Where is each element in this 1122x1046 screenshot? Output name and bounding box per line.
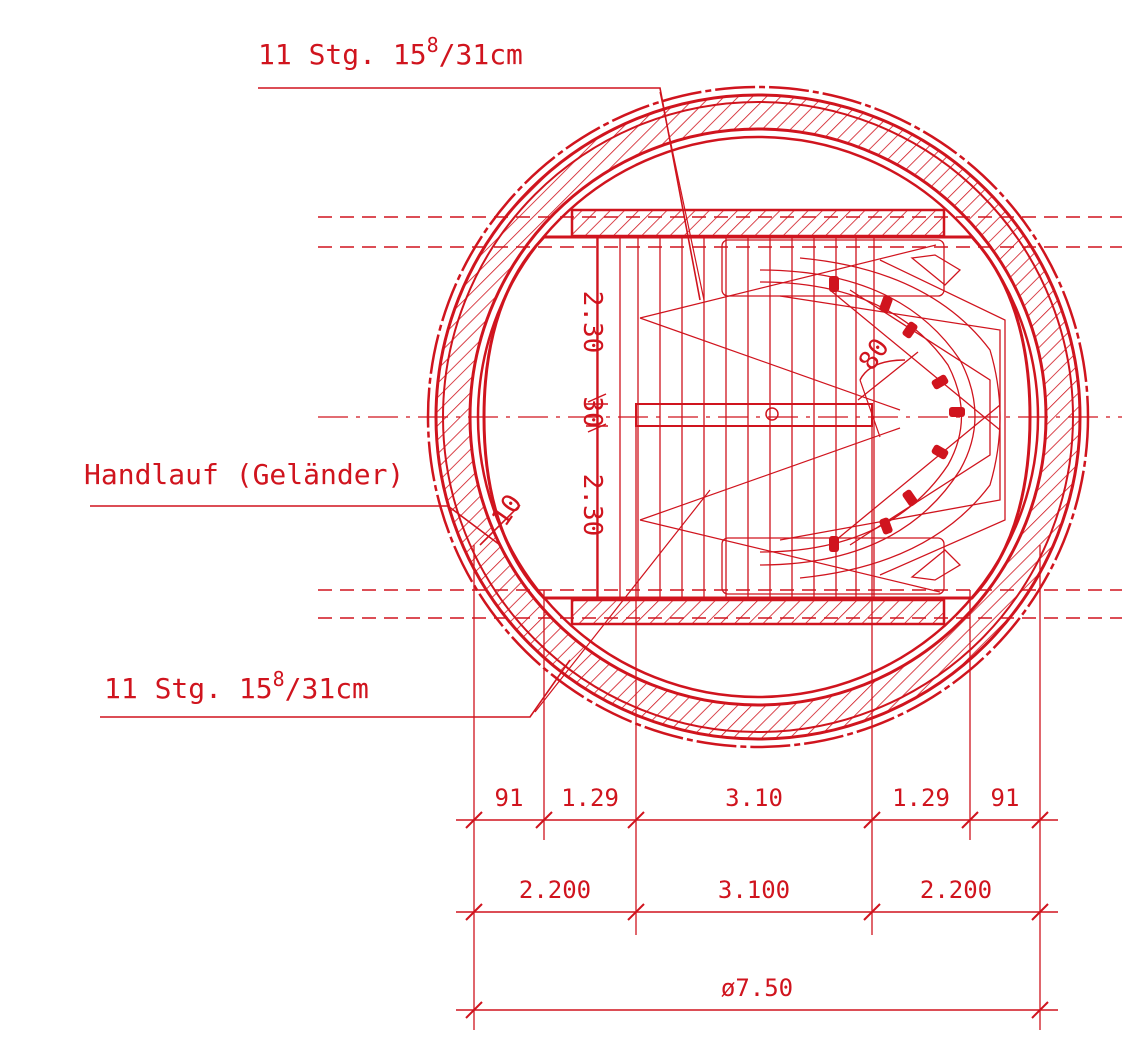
dimension-rows <box>456 811 1058 1019</box>
label-upper-width: 2.30 <box>577 291 607 354</box>
label-stairs-bottom: 11 Stg. 158/31cm <box>104 667 369 705</box>
dim-row3-diameter: ø7.50 <box>721 974 793 1002</box>
dim-row1-5: 91 <box>991 784 1020 812</box>
outer-ground-line <box>426 85 1090 749</box>
dim-row1-2: 1.29 <box>561 784 619 812</box>
tunnel-lining-ring <box>434 93 1082 741</box>
dim-row1-1: 91 <box>495 784 524 812</box>
vertical-dimension <box>586 237 608 598</box>
lower-slab <box>570 598 946 626</box>
label-stairs-top: 11 Stg. 158/31cm <box>258 33 523 71</box>
dimension-extension-lines <box>473 420 1041 1030</box>
dim-row1-3: 3.10 <box>725 784 783 812</box>
upper-slab <box>570 208 946 238</box>
label-handrail: Handlauf (Geländer) <box>84 458 404 491</box>
stair-shaft-outline <box>482 235 1032 600</box>
dim-row2-1: 2.200 <box>519 876 591 904</box>
dim-row2-3: 2.200 <box>920 876 992 904</box>
label-lower-width: 2.30 <box>577 474 607 537</box>
escalator-mechanism <box>721 239 1006 595</box>
dim-row1-4: 1.29 <box>892 784 950 812</box>
construction-lines <box>534 91 941 713</box>
escalator-steps <box>829 276 965 552</box>
dim-row2-2: 3.100 <box>718 876 790 904</box>
leader-lines <box>90 87 701 718</box>
label-gap: 30 <box>577 396 607 427</box>
